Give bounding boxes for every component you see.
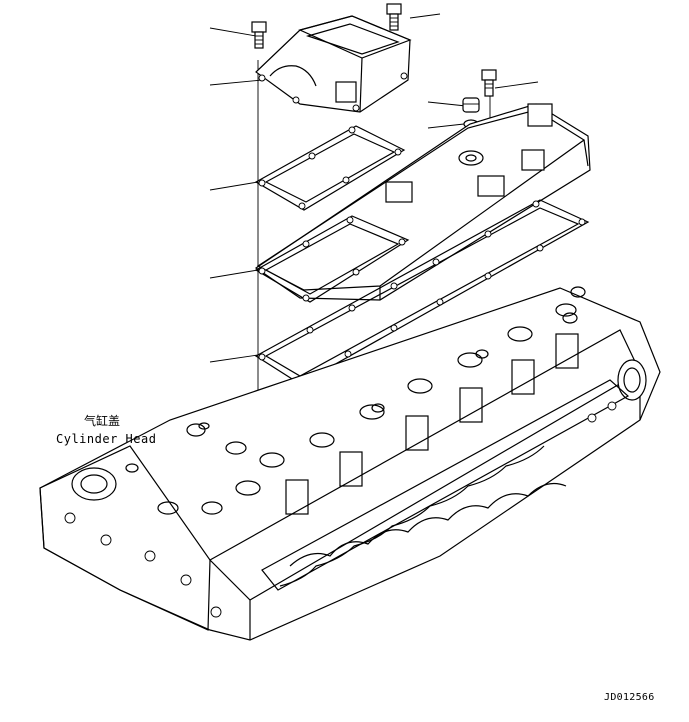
part-name-english: Cylinder Head <box>56 432 157 446</box>
bolt-right <box>481 69 497 97</box>
valve-train <box>125 286 586 515</box>
drawing-code: JD012566 <box>604 692 655 703</box>
breather-housing <box>255 15 412 113</box>
gasket-middle <box>254 215 410 303</box>
cylinder-head <box>39 286 661 641</box>
bolt-left-top <box>251 21 267 49</box>
injector-bores <box>285 333 579 515</box>
head-cover <box>254 103 591 301</box>
bolt-top-center <box>386 3 402 31</box>
gasket-upper <box>254 125 406 211</box>
grommet <box>462 97 480 113</box>
part-name-chinese: 气缸盖 <box>84 414 121 428</box>
